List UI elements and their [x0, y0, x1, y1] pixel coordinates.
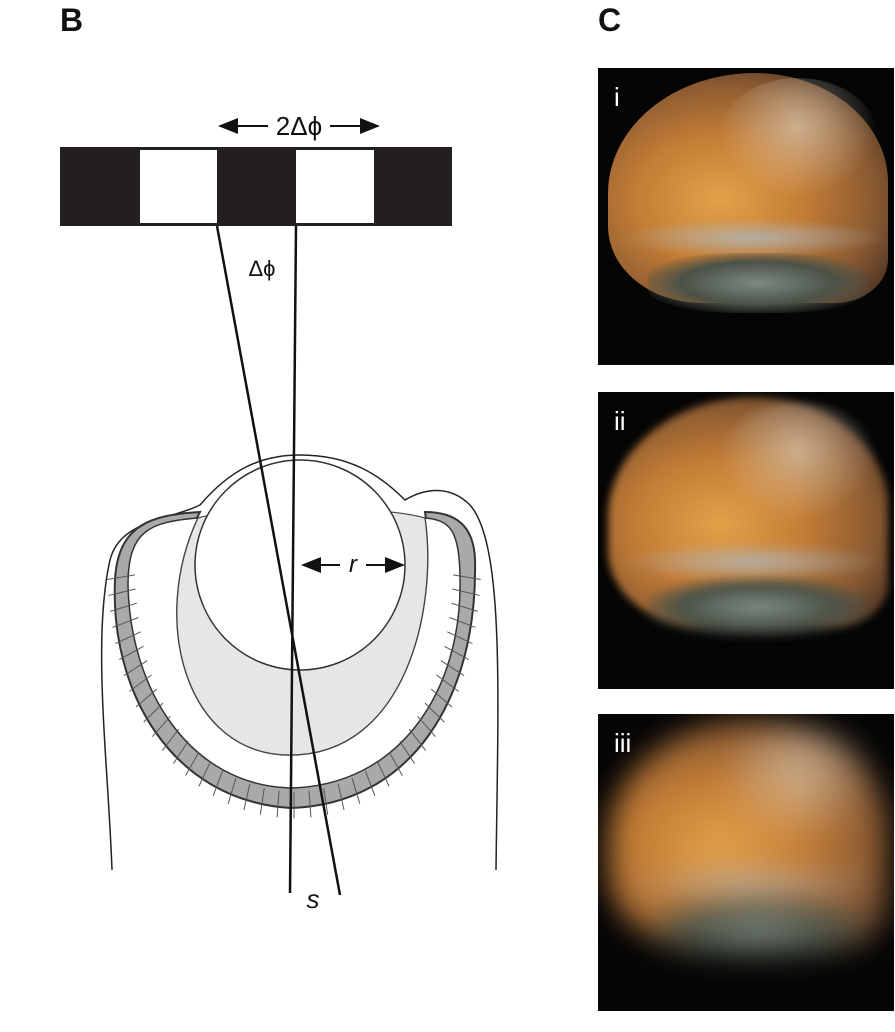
receptor-tick [161, 728, 180, 751]
receptor-tick [449, 617, 476, 628]
receptor-tick [351, 778, 361, 804]
receptor-tick [430, 688, 453, 708]
receptor-tick [417, 715, 436, 738]
receptor-tick [129, 674, 152, 692]
receptor-tick [447, 631, 473, 644]
spacing-label: s [307, 884, 320, 914]
photo-label-i: i [614, 82, 620, 112]
receptor-tick [337, 783, 345, 811]
receptor-tick [227, 778, 237, 804]
eye-outline [100, 454, 499, 871]
receptor-tick [123, 660, 148, 676]
snail-photo-sharp: i [598, 68, 894, 365]
receptor-tick [143, 702, 164, 723]
receptor-tick [451, 602, 478, 612]
snail-image [598, 68, 894, 365]
receptor-tick [408, 728, 427, 751]
receptor-tick [276, 790, 280, 818]
receptor-tick [424, 702, 445, 723]
snail-photo-very-blurred: iii [598, 714, 894, 1011]
receptor-tick [452, 588, 480, 596]
ray-1 [215, 225, 342, 896]
snail-photo-blurred: ii [598, 392, 894, 689]
receptor-tick [135, 688, 158, 708]
eye-diagram: 2Δϕ Δϕ r s [60, 111, 499, 914]
lens [194, 459, 406, 671]
receptor-tick [436, 674, 459, 692]
receptor-tick [107, 574, 135, 581]
receptor-ticks [107, 574, 481, 819]
angle-label: Δϕ [248, 256, 275, 281]
ray-2 [288, 225, 298, 894]
receptor-tick [323, 788, 329, 815]
photo-label-iii: iii [614, 728, 632, 758]
receptor-tick [108, 588, 136, 596]
receptor-tick [377, 761, 390, 787]
receptor-tick [243, 783, 251, 811]
radius-label: r [349, 551, 358, 578]
period-label: 2Δϕ [276, 111, 322, 141]
receptor-tick [115, 631, 141, 644]
receptor-tick [440, 660, 465, 676]
receptor-tick [212, 770, 224, 796]
receptor-tick [110, 602, 137, 612]
receptor-tick [399, 740, 416, 764]
receptor-tick [112, 617, 139, 628]
receptor-tick [259, 788, 265, 815]
receptor-tick [308, 790, 312, 818]
panel-label-c: C [598, 2, 622, 38]
receptor-tick [453, 574, 481, 581]
snail-image [598, 392, 894, 689]
receptor-tick [444, 645, 469, 661]
receptor-tick [185, 751, 200, 776]
receptor-tick [198, 761, 211, 787]
receptor-tick [388, 751, 403, 776]
snail-image [598, 714, 894, 1011]
receptor-tick [364, 770, 376, 796]
photo-label-ii: ii [614, 406, 626, 436]
receptor-tick [172, 740, 189, 764]
receptor-tick [119, 645, 144, 661]
grating-bar [60, 147, 452, 226]
receptor-tick [152, 715, 171, 738]
panel-label-b: B [60, 2, 84, 38]
